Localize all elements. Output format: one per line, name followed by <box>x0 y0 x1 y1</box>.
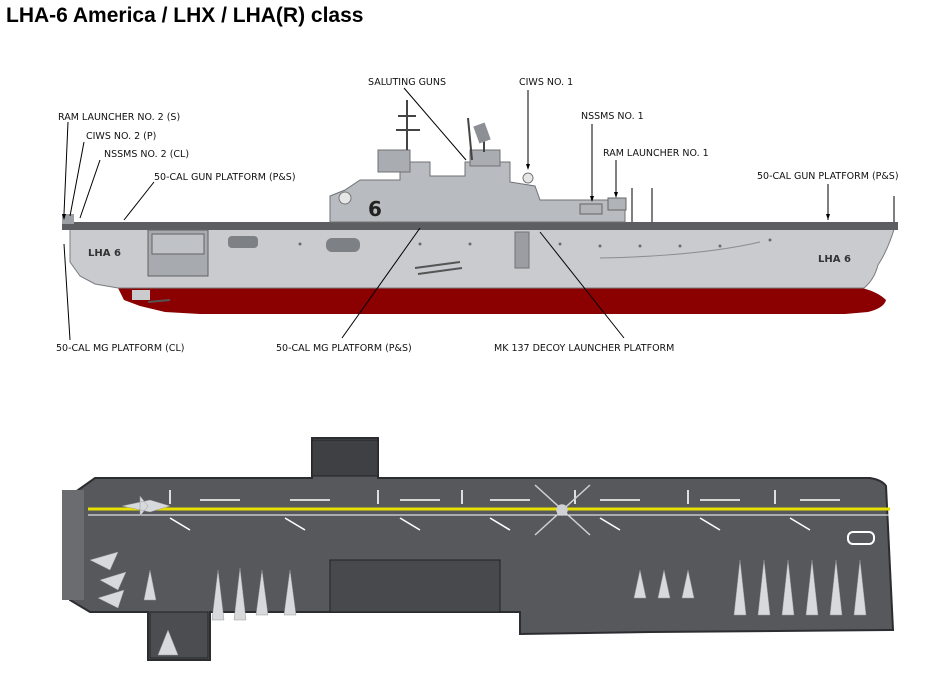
upper-hull-gray <box>69 225 896 289</box>
bridge-structure <box>377 149 411 173</box>
flight-deck <box>62 437 895 661</box>
hull-line <box>599 241 761 259</box>
callout-arrowheads <box>62 164 830 220</box>
label-mg-platform-ps: 50-CAL MG PLATFORM (P&S) <box>276 343 412 354</box>
parked-aircraft <box>89 495 867 656</box>
label-mg-platform-cl: 50-CAL MG PLATFORM (CL) <box>56 343 184 354</box>
deck-mast <box>631 188 895 222</box>
landing-spot-markings <box>169 490 840 531</box>
well-deck-door <box>151 233 205 255</box>
nssms-launcher-1 <box>579 203 603 215</box>
label-gun-platform-fwd: 50-CAL GUN PLATFORM (P&S) <box>757 171 899 182</box>
side-profile: LHA 6 LHA 6 6 <box>62 100 898 314</box>
accommodation-ladder <box>414 261 463 275</box>
radar-array <box>473 122 491 144</box>
label-gun-platform-aft: 50-CAL GUN PLATFORM (P&S) <box>154 172 296 183</box>
flight-deck-edge <box>62 222 898 230</box>
stern-weapons <box>62 214 74 224</box>
rudder <box>132 290 150 300</box>
label-nssms-2: NSSMS NO. 2 (CL) <box>104 149 189 160</box>
page-title: LHA-6 America / LHX / LHA(R) class <box>6 4 364 27</box>
ram-launcher-1 <box>607 197 627 211</box>
portholes <box>298 238 772 248</box>
island-superstructure <box>329 161 626 223</box>
label-decoy-launcher: MK 137 DECOY LAUNCHER PLATFORM <box>494 343 674 354</box>
ciws-mount <box>338 191 352 205</box>
helicopter-rotor <box>534 484 591 536</box>
bow-hull-number: LHA 6 <box>818 254 851 265</box>
label-ciws-1: CIWS NO. 1 <box>519 77 573 88</box>
ciws-mount <box>522 172 534 184</box>
island-plan <box>329 559 501 613</box>
deck-number-marking <box>847 531 875 545</box>
mast <box>396 100 485 161</box>
side-elevator <box>149 611 209 659</box>
label-ram-launcher-2: RAM LAUNCHER NO. 2 (S) <box>58 112 180 123</box>
decoy-launcher-platform <box>514 231 530 269</box>
hull-opening <box>326 238 360 252</box>
label-ram-launcher-1: RAM LAUNCHER NO. 1 <box>603 148 709 159</box>
island-hull-number: 6 <box>368 197 382 221</box>
label-nssms-1: NSSMS NO. 1 <box>581 111 644 122</box>
deckhouse <box>469 149 501 167</box>
label-ciws-2: CIWS NO. 2 (P) <box>86 131 156 142</box>
deck-elevator <box>311 439 379 477</box>
plan-view <box>62 437 895 661</box>
stern-edge <box>62 490 84 600</box>
propeller-shaft <box>147 299 171 303</box>
label-saluting-guns: SALUTING GUNS <box>368 77 446 88</box>
hull-opening <box>228 236 258 248</box>
lower-hull-red <box>118 288 886 314</box>
stern-hull-number: LHA 6 <box>88 248 121 259</box>
